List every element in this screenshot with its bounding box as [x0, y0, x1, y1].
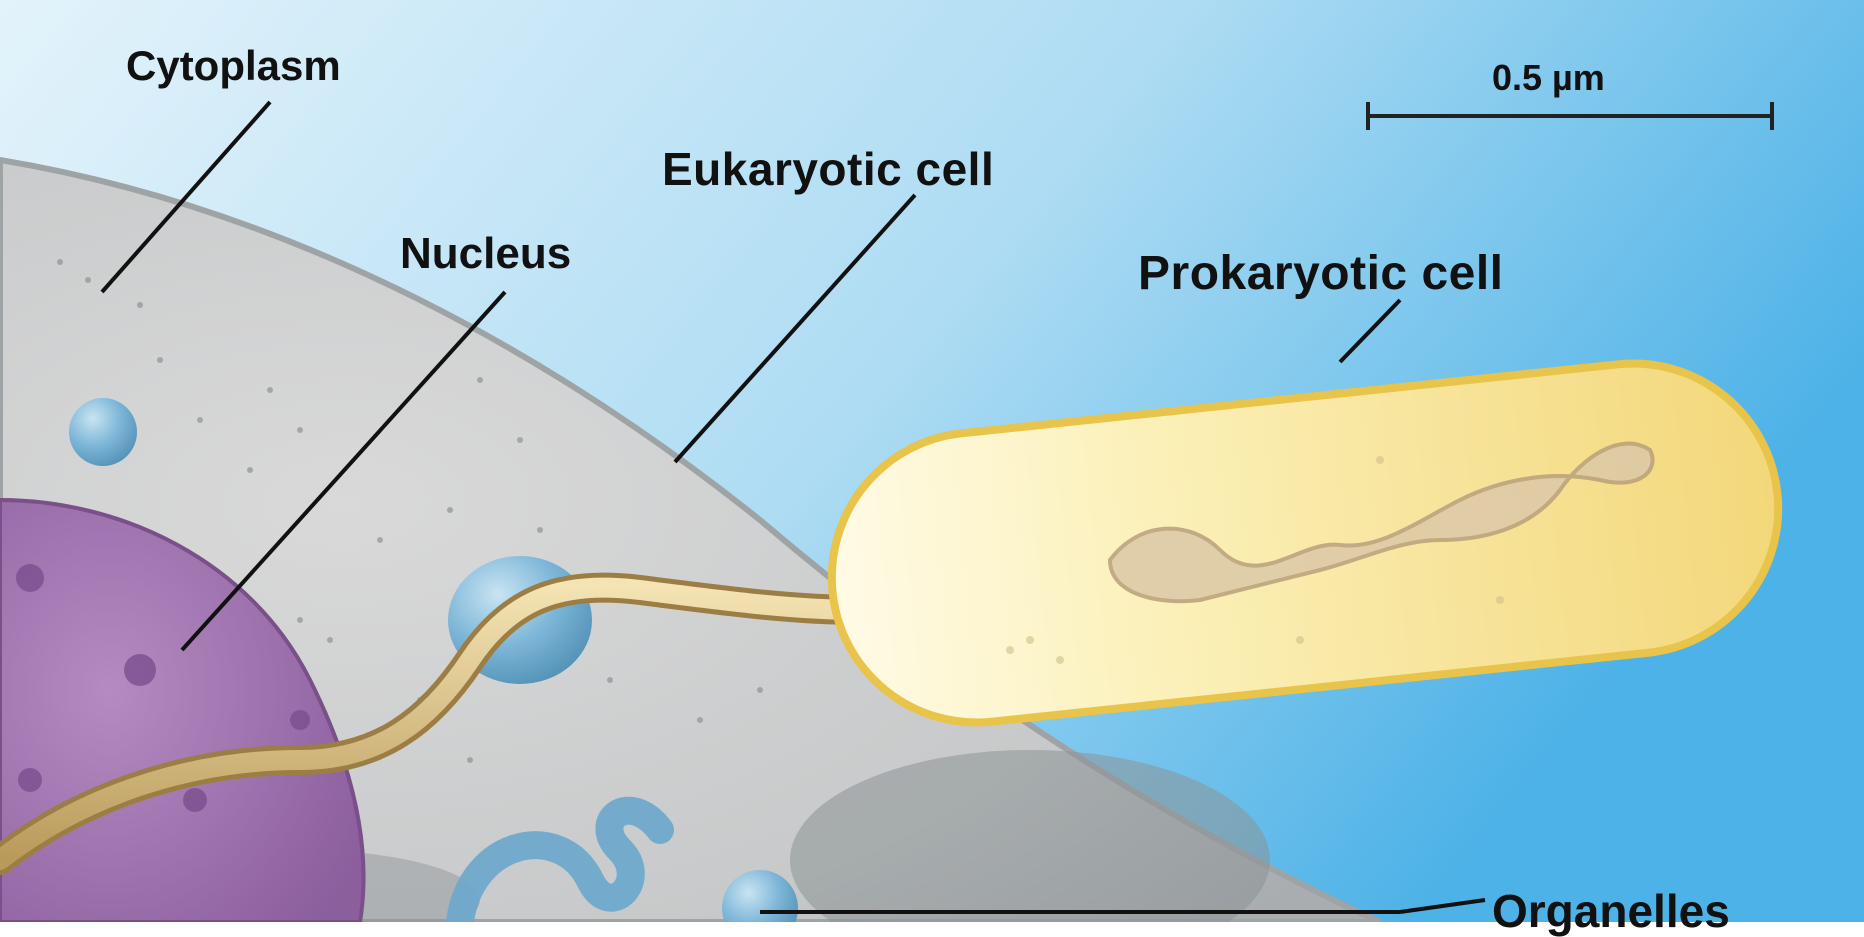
nucleus-label: Nucleus	[400, 232, 571, 276]
scale-bar-label: 0.5 µm	[1492, 60, 1605, 96]
organelle-vesicle	[69, 398, 137, 466]
eukaryotic-cell-label: Eukaryotic cell	[662, 146, 994, 192]
cytoplasm-label: Cytoplasm	[126, 45, 341, 87]
organelles-label: Organelles	[1492, 888, 1730, 934]
prokaryotic-cell-label: Prokaryotic cell	[1138, 250, 1504, 298]
